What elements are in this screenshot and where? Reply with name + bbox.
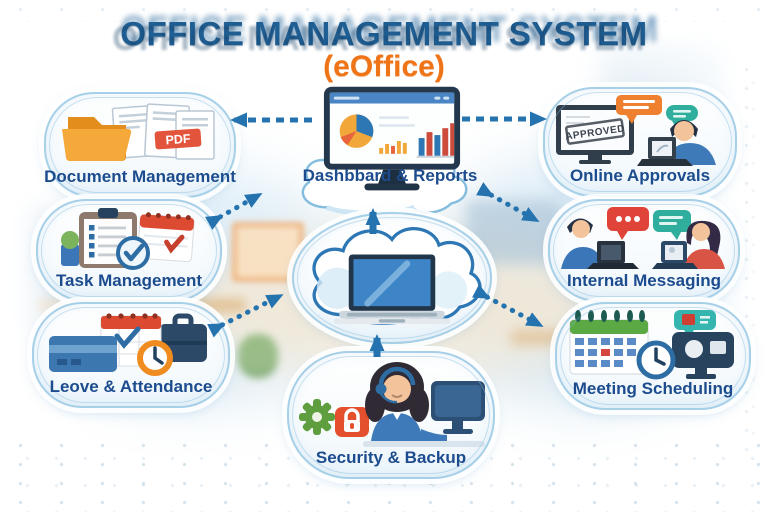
folder-icon (62, 117, 132, 162)
module-leave-attendance: Leove & Attendance (32, 302, 230, 408)
plant-icon (61, 230, 79, 249)
module-label: Internal Messaging (567, 271, 721, 291)
speech-bubble-teal-icon (653, 209, 691, 240)
module-label: Document Management (44, 167, 236, 187)
id-card-icon (49, 336, 117, 373)
title-text: OFFICE MANAGEMENT SYSTEM OFFICE MANAGEME… (112, 8, 659, 57)
clipboard-checklist-icon (61, 207, 195, 270)
background-plant (238, 334, 278, 378)
document-management-art: PDF (52, 100, 228, 168)
arrow-cloud-leave (207, 293, 284, 338)
online-approvals-icons: APPROVED (556, 95, 716, 167)
module-task-management: Task Management (36, 199, 222, 302)
arrow-cloud-task (204, 192, 263, 230)
page-title: OFFICE MANAGEMENT SYSTEM OFFICE MANAGEME… (0, 8, 768, 57)
module-label: Leove & Attendance (49, 377, 213, 397)
cloud-icon (312, 226, 482, 325)
dashboard-reports-label: Dashbbard & Reports (302, 166, 478, 185)
check-circle-icon (116, 235, 150, 270)
svg-text:PDF: PDF (165, 132, 191, 148)
bar-chart-icon (416, 123, 455, 158)
internal-messaging-art (556, 206, 732, 272)
arrow-cloud-meeting (472, 284, 544, 328)
mini-bars-icon (379, 116, 415, 154)
approved-screen-icon: APPROVED (556, 105, 634, 165)
module-label: Security & Backup (315, 448, 467, 468)
internal-messaging-icons (561, 206, 725, 269)
online-approvals-art: APPROVED (551, 95, 729, 167)
desk-icon (363, 441, 485, 448)
meeting-scheduling-art (563, 310, 743, 380)
monitor-icon (431, 381, 485, 435)
security-backup-art (295, 359, 487, 449)
documents-icon: PDF (62, 103, 215, 162)
module-label: Online Approvals (569, 166, 711, 186)
lock-badge-icon (335, 407, 369, 438)
leave-attendance-art (40, 310, 222, 378)
speech-bubble-red-icon (607, 206, 649, 240)
laptop-icon (333, 253, 451, 324)
subtitle-eoffice: (eOffice) (323, 50, 445, 83)
module-document-management: PDF Document Management (44, 92, 236, 198)
module-meeting-scheduling: Meeting Scheduling (555, 302, 751, 410)
module-label: Task Management (55, 271, 203, 291)
module-internal-messaging: Internal Messaging (548, 199, 740, 302)
clock-icon (636, 340, 676, 380)
module-online-approvals: APPROVED (543, 87, 737, 197)
clock-icon (137, 340, 173, 377)
module-security-backup: Security & Backup (287, 351, 495, 479)
video-call-monitor-icon (672, 332, 734, 380)
pdf-badge: PDF (154, 128, 202, 150)
person-laptop-icon (637, 120, 716, 167)
task-management-art (44, 207, 214, 272)
cloud-hub-art (300, 220, 484, 333)
arrow-cloud-messaging (475, 182, 540, 223)
calendar-grid-icon (569, 310, 649, 375)
module-label: Meeting Scheduling (572, 379, 734, 399)
monitor-charts-icon (323, 86, 461, 191)
leave-attendance-icons (49, 313, 207, 377)
security-backup-icons (299, 362, 485, 448)
meeting-scheduling-icons (569, 310, 734, 380)
support-agent-icon (365, 362, 447, 444)
gear-icon (299, 399, 335, 436)
cloud-hub-node (292, 212, 492, 344)
